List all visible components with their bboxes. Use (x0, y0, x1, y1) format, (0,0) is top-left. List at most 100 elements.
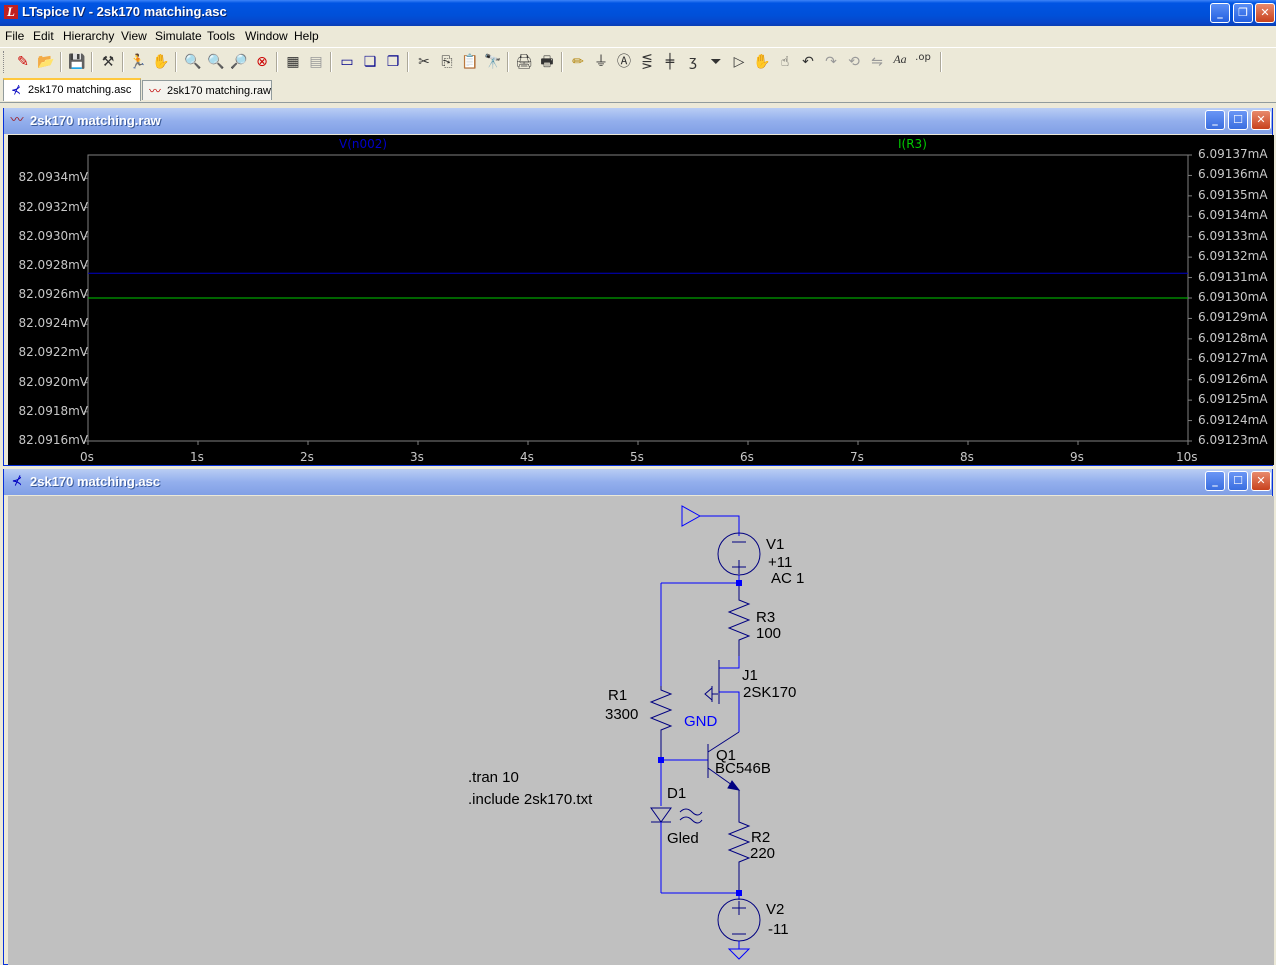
j1-value[interactable]: 2SK170 (743, 684, 797, 701)
r1-value[interactable]: 3300 (605, 706, 639, 723)
waveform-window-title: 2sk170 matching.raw (30, 113, 161, 128)
trace-label-i-r3[interactable]: I(R3) (898, 137, 927, 151)
r2-name[interactable]: R2 (751, 829, 771, 846)
menu-simulate[interactable]: Simulate (155, 29, 202, 43)
rotate-icon[interactable]: ⟲ (848, 54, 860, 70)
d1-name[interactable]: D1 (667, 785, 687, 802)
plot-canvas[interactable] (8, 135, 1274, 465)
capacitor-icon[interactable]: ╪ (665, 54, 675, 70)
print-preview-icon[interactable]: 🖨 (515, 54, 533, 70)
menu-view[interactable]: View (121, 29, 147, 43)
paste-icon[interactable]: 📋 (461, 54, 479, 70)
undo-icon[interactable]: ↶ (802, 54, 814, 70)
new-schematic-icon[interactable]: ✎ (17, 54, 29, 70)
spice-directive-tran[interactable]: .tran 10 (468, 769, 519, 786)
diode-icon[interactable]: ⏷ (710, 54, 722, 70)
waveform-icon: 〰 (148, 84, 161, 98)
schematic-minimize-button[interactable]: _ (1205, 471, 1225, 491)
tile-horizontal-icon[interactable]: ▭ (340, 54, 354, 70)
run-icon[interactable]: 🏃 (129, 54, 147, 70)
q1-name[interactable]: Q1 (716, 747, 737, 764)
v1-polarity (732, 541, 746, 574)
minimize-button[interactable]: _ (1210, 3, 1230, 23)
spice-directive-include[interactable]: .include 2sk170.txt (468, 791, 593, 808)
toolbar-grip[interactable] (3, 51, 7, 73)
open-icon[interactable]: 📂 (37, 54, 55, 70)
j1-source (719, 691, 740, 732)
pan-icon[interactable]: 🔍 (207, 54, 225, 70)
zoom-in-icon[interactable]: 🔍 (184, 54, 202, 70)
find-icon[interactable]: 🔭 (484, 54, 502, 70)
label-net-icon[interactable]: Ⓐ (617, 54, 631, 70)
copy-icon[interactable]: ⎘ (441, 54, 453, 70)
halt-icon[interactable]: ✋ (152, 54, 170, 70)
j1-name[interactable]: J1 (742, 667, 758, 684)
restore-button[interactable]: ❐ (1233, 3, 1253, 23)
autorange-icon[interactable]: ▦ (286, 54, 300, 70)
r3-value[interactable]: 100 (756, 625, 782, 642)
menu-edit[interactable]: Edit (33, 29, 54, 43)
control-panel-icon[interactable]: ⚒ (101, 54, 115, 70)
main-title-bar[interactable]: L LTspice IV - 2sk170 matching.asc _ ❐ ✕ (0, 0, 1276, 26)
cascade-icon[interactable]: ❏ (363, 54, 377, 70)
r1-name[interactable]: R1 (608, 687, 628, 704)
q1-emitter-arrow-icon (727, 780, 741, 791)
draw-wire-icon[interactable]: ✏ (572, 54, 584, 70)
inductor-icon[interactable]: ʒ (688, 54, 698, 70)
menu-window[interactable]: Window (245, 29, 288, 43)
menu-tools[interactable]: Tools (207, 29, 236, 43)
r3-resistor-symbol (727, 583, 751, 656)
x-axis-tick-label: 9s (1070, 450, 1084, 464)
redo-icon[interactable]: ↷ (825, 54, 837, 70)
mirror-icon[interactable]: ⇋ (871, 54, 883, 70)
v2-value[interactable]: -11 (768, 921, 789, 938)
resistor-icon[interactable]: ⋚ (641, 54, 653, 70)
r2-value[interactable]: 220 (750, 845, 776, 862)
x-axis-tick-label: 5s (630, 450, 644, 464)
v2-name[interactable]: V2 (766, 901, 785, 918)
v1-value[interactable]: +11 (768, 554, 793, 571)
trace-label-v-n002[interactable]: V(n002) (339, 137, 388, 151)
tile-vertical-icon[interactable]: ❐ (386, 54, 400, 70)
tab-waveform[interactable]: 〰 2sk170 matching.raw (142, 80, 272, 100)
right-axis-tick-label: 6.09124mA (1198, 412, 1268, 427)
gnd-net-label[interactable]: GND (684, 713, 718, 730)
close-button[interactable]: ✕ (1255, 3, 1275, 23)
tab-schematic[interactable]: ⊀ 2sk170 matching.asc (3, 78, 141, 101)
ltspice-app-icon[interactable]: L (4, 5, 18, 19)
q1-value[interactable]: BC546B (715, 760, 771, 777)
menu-hierarchy[interactable]: Hierarchy (63, 29, 115, 43)
waveform-maximize-button[interactable]: ☐ (1228, 110, 1248, 130)
schematic-drawing[interactable] (8, 496, 1274, 965)
waveform-window-title-bar[interactable]: 〰 2sk170 matching.raw _ ☐ ✕ (4, 108, 1272, 134)
schematic-close-button[interactable]: ✕ (1251, 471, 1271, 491)
menu-help[interactable]: Help (294, 29, 319, 43)
spice-directive-icon[interactable]: .op (915, 52, 931, 63)
schematic-window-title-bar[interactable]: ⊀ 2sk170 matching.asc _ ☐ ✕ (4, 469, 1272, 495)
left-axis-tick-label: 82.0930mV (18, 228, 88, 243)
zoom-fit-icon[interactable]: ⊗ (256, 54, 268, 70)
schematic-icon: ⊀ (11, 474, 23, 489)
ground-icon[interactable]: ⏚ (594, 54, 608, 70)
move-icon[interactable]: ✋ (753, 54, 771, 70)
cut-icon[interactable]: ✂ (418, 54, 430, 70)
waveform-close-button[interactable]: ✕ (1251, 110, 1271, 130)
drag-icon[interactable]: ☝ (780, 54, 790, 70)
v1-ac-value[interactable]: AC 1 (771, 570, 805, 587)
menu-file[interactable]: File (5, 29, 25, 43)
text-icon[interactable]: Aa (893, 52, 907, 66)
zoom-out-icon[interactable]: 🔎 (230, 54, 248, 70)
schematic-canvas[interactable]: V1 +11 AC 1 R3 100 J1 2SK170 GND R1 3300… (8, 496, 1274, 965)
autorange-y-icon[interactable]: ▤ (309, 54, 323, 70)
schematic-maximize-button[interactable]: ☐ (1228, 471, 1248, 491)
r3-name[interactable]: R3 (756, 609, 776, 626)
v1-name[interactable]: V1 (766, 536, 785, 553)
d1-value[interactable]: Gled (667, 830, 699, 847)
save-icon[interactable]: 💾 (68, 54, 86, 70)
r2-resistor-symbol (727, 790, 751, 893)
print-icon[interactable]: 🖶 (540, 54, 554, 70)
left-axis-tick-label: 82.0922mV (18, 345, 88, 360)
waveform-minimize-button[interactable]: _ (1205, 110, 1225, 130)
component-icon[interactable]: ▷ (733, 54, 745, 70)
